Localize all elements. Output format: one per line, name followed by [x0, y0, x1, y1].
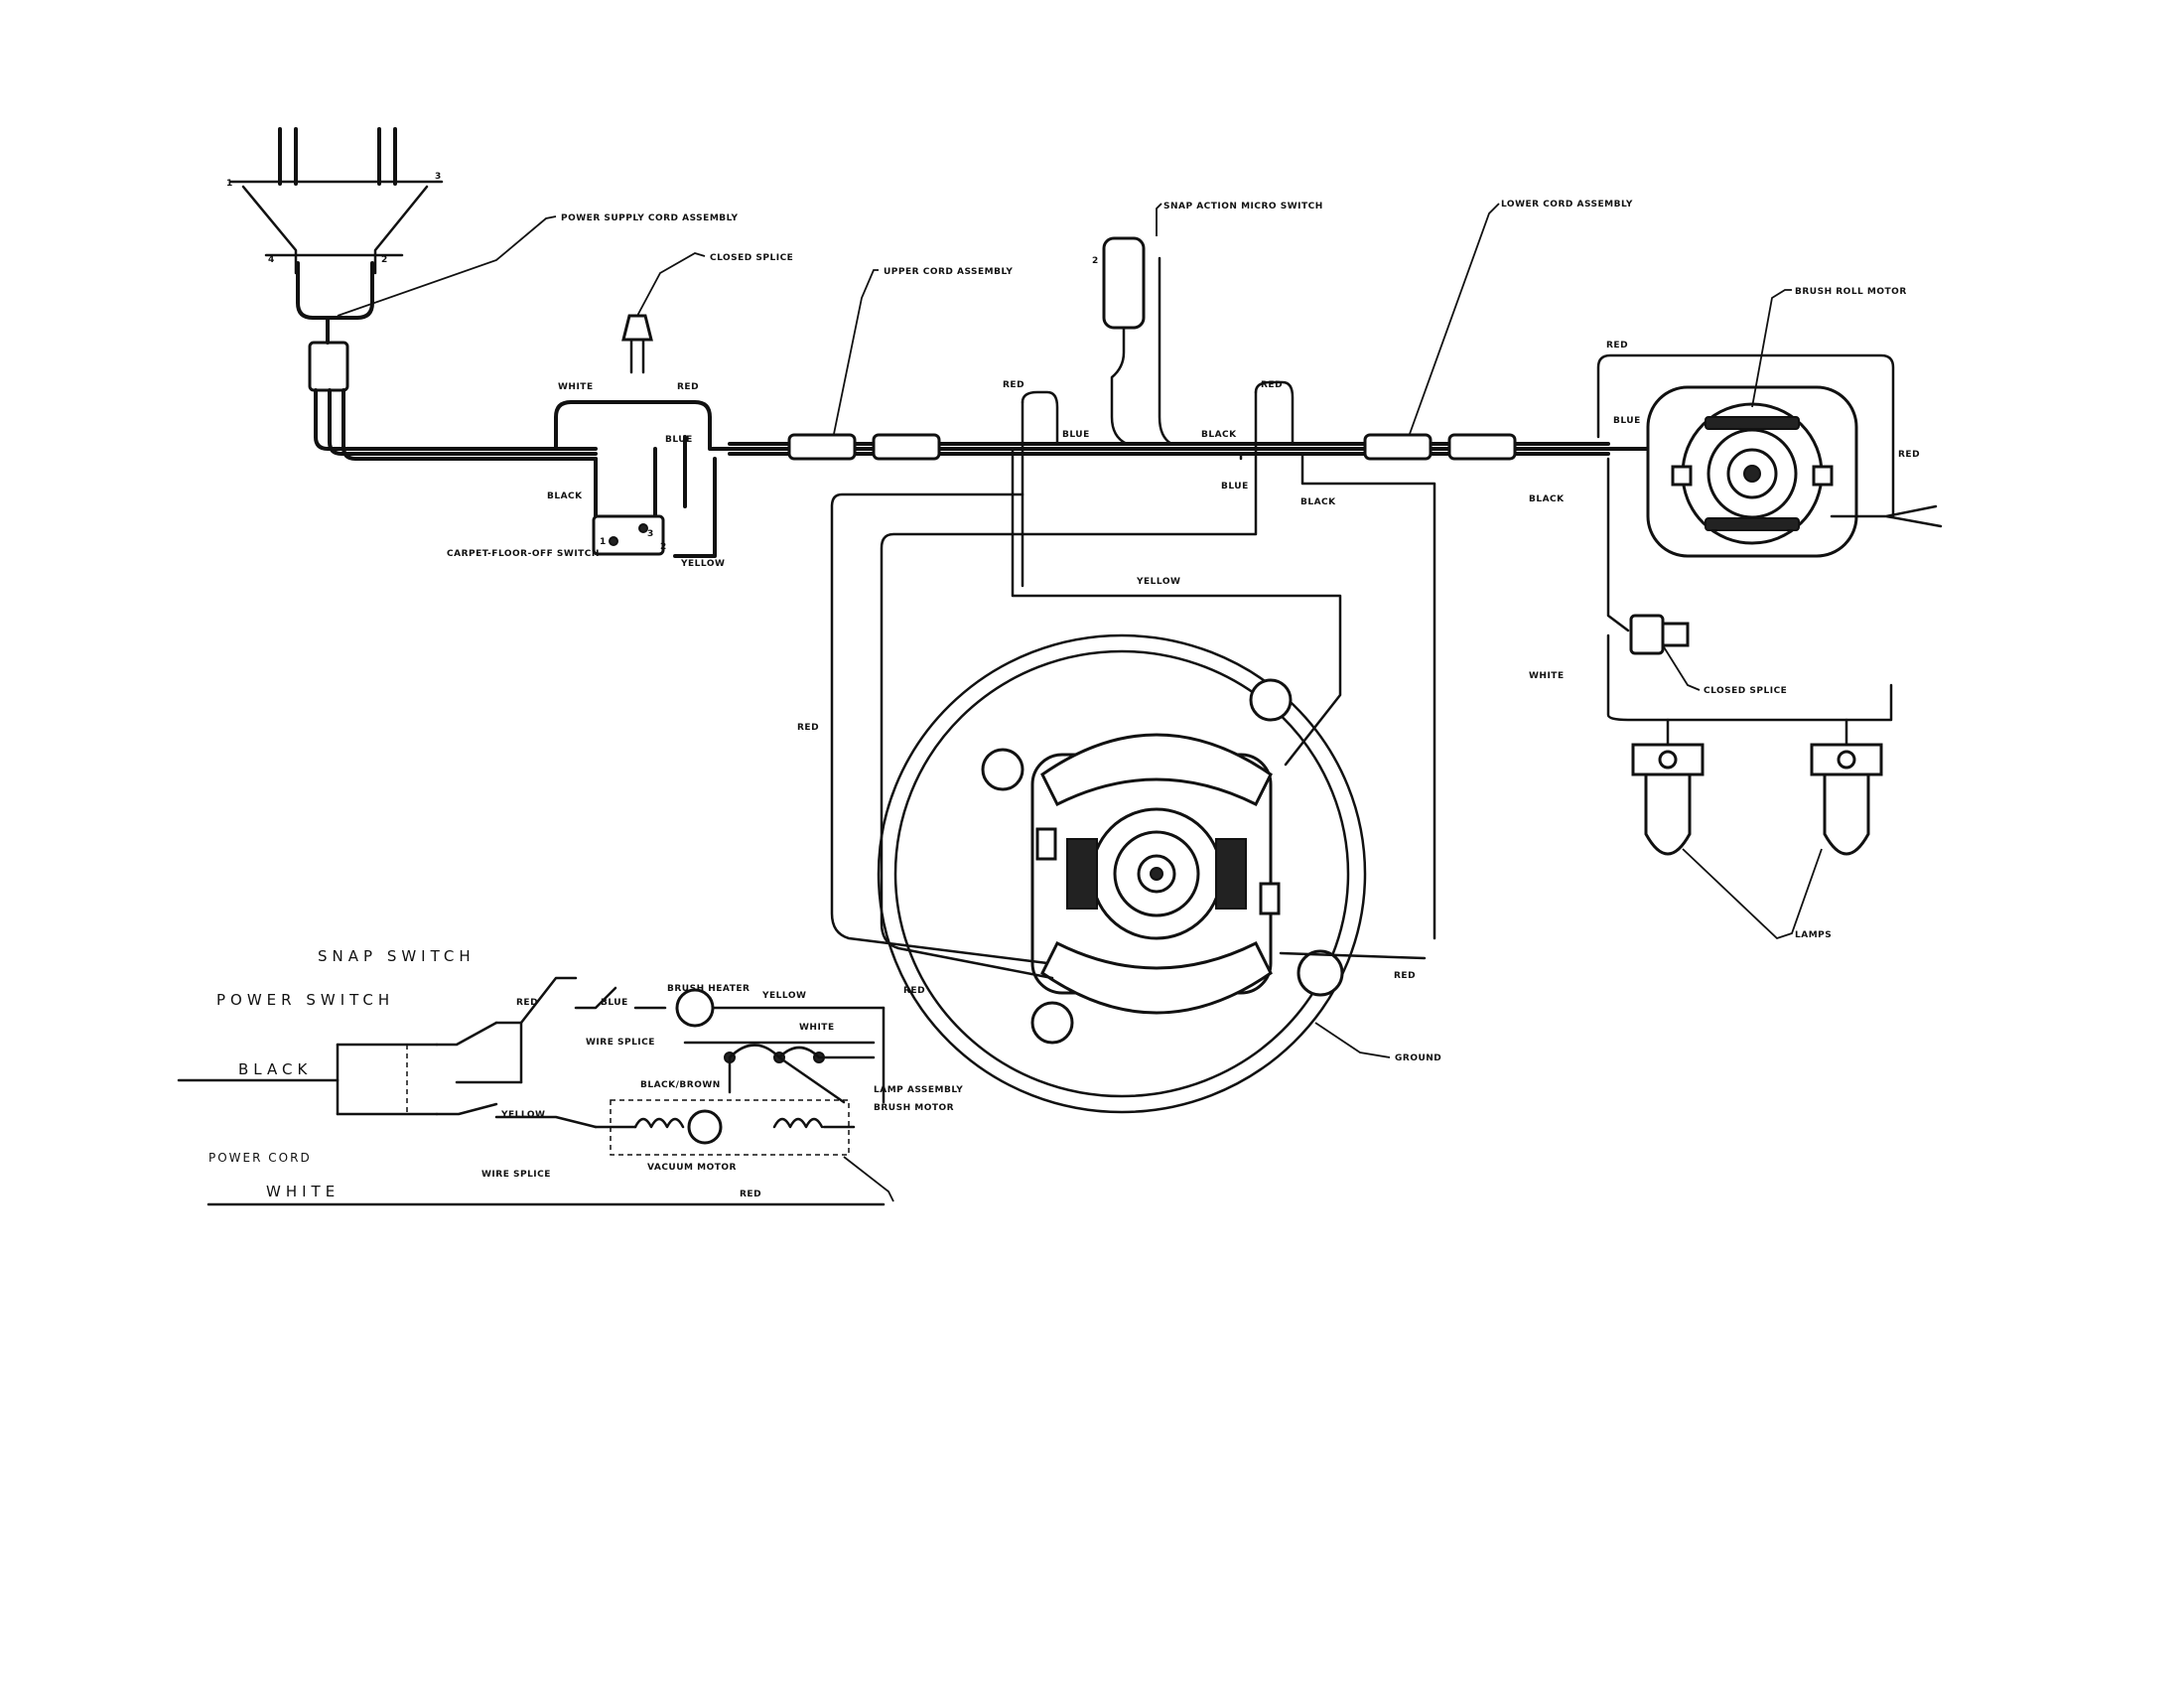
svg-text:YELLOW: YELLOW	[761, 991, 806, 1001]
svg-text:2: 2	[660, 542, 667, 552]
svg-text:POWER CORD: POWER CORD	[208, 1151, 312, 1165]
power-plug: 1 3 4 2	[226, 127, 598, 461]
svg-text:RED: RED	[797, 723, 819, 733]
closed-splice-top: CLOSED SPLICE	[621, 252, 793, 374]
lower-cord-assembly: LOWER CORD ASSEMBLY RED BLACK	[1160, 200, 1633, 507]
vacuum-motor-housing: GROUND	[877, 633, 1441, 1114]
carpet-floor-off-switch: 1 3 2 CARPET-FLOOR-OFF SWITCH BLACK WHIT…	[447, 382, 732, 569]
svg-text:YELLOW: YELLOW	[500, 1110, 545, 1120]
svg-text:RED: RED	[1261, 380, 1283, 390]
upper-cord-assembly: UPPER CORD ASSEMBLY RED BLUE	[728, 267, 1163, 461]
lamps: LAMPS	[1606, 633, 1893, 940]
svg-text:WHITE: WHITE	[558, 382, 594, 392]
svg-text:1: 1	[600, 537, 607, 547]
svg-text:BLUE: BLUE	[1613, 416, 1641, 426]
svg-text:UPPER CORD ASSEMBLY: UPPER CORD ASSEMBLY	[884, 267, 1013, 277]
svg-text:RED: RED	[903, 986, 925, 996]
svg-text:YELLOW: YELLOW	[1136, 577, 1180, 587]
svg-text:LOWER CORD ASSEMBLY: LOWER CORD ASSEMBLY	[1501, 200, 1633, 210]
svg-text:BLACK: BLACK	[1300, 497, 1336, 507]
svg-text:RED: RED	[740, 1190, 761, 1199]
svg-text:1: 1	[226, 179, 233, 189]
svg-text:CLOSED SPLICE: CLOSED SPLICE	[1704, 686, 1787, 696]
svg-text:VACUUM MOTOR: VACUUM MOTOR	[647, 1163, 737, 1173]
svg-text:BRUSH HEATER: BRUSH HEATER	[667, 984, 750, 994]
svg-text:BLUE: BLUE	[601, 998, 628, 1008]
closed-splice-right: CLOSED SPLICE WHITE	[1529, 614, 1787, 696]
svg-text:BLACK: BLACK	[1201, 430, 1237, 440]
svg-text:3: 3	[435, 172, 442, 182]
svg-text:WHITE: WHITE	[799, 1023, 835, 1033]
brush-roll-motor: BRUSH ROLL MOTOR RED BLUE RED BLACK	[1529, 287, 1943, 632]
svg-text:3: 3	[647, 529, 654, 539]
svg-text:RED: RED	[1394, 971, 1416, 981]
svg-text:RED: RED	[516, 998, 538, 1008]
schematic: SNAP SWITCH POWER SWITCH BLACK POWER COR…	[177, 947, 963, 1206]
svg-text:WIRE SPLICE: WIRE SPLICE	[481, 1170, 551, 1180]
svg-text:BLACK: BLACK	[238, 1060, 312, 1078]
svg-text:SNAP SWITCH: SNAP SWITCH	[318, 947, 476, 965]
svg-text:CLOSED SPLICE: CLOSED SPLICE	[710, 253, 793, 263]
svg-text:BRUSH ROLL MOTOR: BRUSH ROLL MOTOR	[1795, 287, 1907, 297]
svg-text:RED: RED	[1003, 380, 1024, 390]
svg-text:SNAP ACTION MICRO SWITCH: SNAP ACTION MICRO SWITCH	[1163, 202, 1323, 211]
svg-text:BLACK: BLACK	[547, 491, 583, 501]
power-cord-label: POWER SUPPLY CORD ASSEMBLY	[337, 213, 738, 317]
svg-text:GROUND: GROUND	[1395, 1053, 1441, 1063]
snap-action-micro-switch: 2 SNAP ACTION MICRO SWITCH BLACK	[1092, 202, 1323, 446]
svg-text:2: 2	[1092, 256, 1099, 266]
svg-text:LAMPS: LAMPS	[1795, 930, 1832, 940]
svg-text:RED: RED	[677, 382, 699, 392]
main-motor-wires: RED RED YELLOW RED BLUE	[797, 380, 1436, 996]
svg-text:POWER SWITCH: POWER SWITCH	[216, 991, 394, 1009]
svg-text:BLUE: BLUE	[1221, 482, 1249, 491]
svg-text:BRUSH MOTOR: BRUSH MOTOR	[874, 1103, 954, 1113]
svg-text:BLACK/BROWN: BLACK/BROWN	[640, 1080, 721, 1090]
svg-text:RED: RED	[1606, 341, 1628, 351]
svg-text:BLUE: BLUE	[1062, 430, 1090, 440]
svg-text:WHITE: WHITE	[266, 1183, 340, 1200]
svg-text:CARPET-FLOOR-OFF SWITCH: CARPET-FLOOR-OFF SWITCH	[447, 549, 600, 559]
svg-text:WIRE SPLICE: WIRE SPLICE	[586, 1038, 655, 1048]
svg-text:WHITE: WHITE	[1529, 671, 1565, 681]
svg-text:YELLOW: YELLOW	[680, 559, 725, 569]
svg-text:RED: RED	[1898, 450, 1920, 460]
svg-text:4: 4	[268, 255, 275, 265]
svg-text:2: 2	[381, 255, 388, 265]
svg-text:LAMP ASSEMBLY: LAMP ASSEMBLY	[874, 1085, 963, 1095]
svg-text:POWER SUPPLY CORD ASSEMBLY: POWER SUPPLY CORD ASSEMBLY	[561, 213, 738, 223]
svg-text:BLACK: BLACK	[1529, 494, 1565, 504]
svg-text:BLUE: BLUE	[665, 435, 693, 445]
